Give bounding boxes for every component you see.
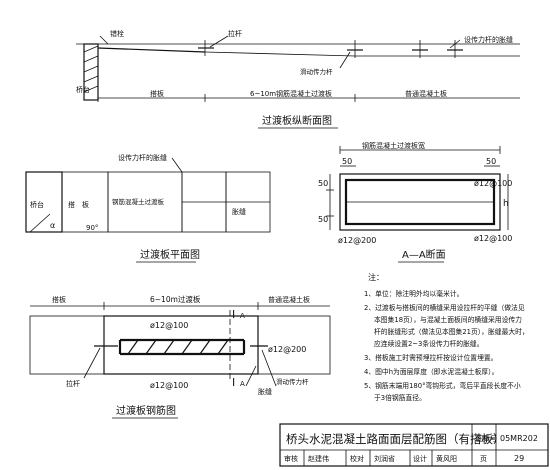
section-dim-50-side-bot: 50 — [318, 215, 328, 224]
check-label: 校对 — [350, 454, 364, 463]
plan-label-dowel-joint: 设传力杆的胀缝 — [118, 153, 167, 162]
section-rebar-bottom-right: ø12@100 — [474, 234, 512, 243]
rebar-label-joint: 胀缝 — [258, 387, 272, 396]
review-label: 审核 — [284, 454, 298, 463]
review-name: 赵建伟 — [308, 454, 329, 463]
plan-title: 过渡板平面图 — [140, 248, 200, 261]
notes: 注： 1、单位：除注明外均以毫米计。 2、过渡板与搭板间的横缝采用设拉杆的平缝（… — [364, 272, 529, 402]
note-line-7: 4、图中h为面层厚度（即水泥混凝土板厚）。 — [364, 367, 498, 376]
leader-slide-bar — [339, 51, 351, 69]
rebar-diag-3 — [163, 339, 175, 355]
label-slab: 搭板 — [150, 89, 164, 98]
atlas-label: 图集号 — [476, 434, 497, 443]
approach-slab-bottom — [97, 47, 206, 53]
section-view: 钢筋混凝土过渡板宽 50 50 50 50 h ø12@100 ø12@100 … — [318, 141, 512, 263]
section-rebar-top: ø12@100 — [474, 179, 512, 188]
leader-tie-bar — [99, 35, 109, 45]
profile-view: 错栓 拉杆 设传力杆的胀缝 滑动传力杆 桥台 搭板 6~10m钢筋混凝土过渡板 … — [76, 29, 520, 129]
rebar-diag-4 — [181, 339, 193, 355]
section-h: h — [503, 199, 509, 209]
rebar-label-normal: 普通混凝土板 — [268, 295, 310, 304]
rebar-section-mark-top: I — [232, 308, 235, 321]
leader-dowel-joint — [449, 39, 461, 49]
rebar-leader-pull-rod — [83, 347, 101, 379]
note-line-6: 3、搭板施工时需预埋拉杆按设计位置埋置。 — [364, 353, 497, 362]
note-line-5: 应连续设置2~3条设传力杆的胀缝。 — [374, 339, 484, 348]
plan-label-slab: 搭 板 — [68, 200, 89, 209]
rebar-slab — [29, 315, 105, 375]
atlas-number: 05MR202 — [500, 434, 538, 443]
leader-pull-rod — [209, 35, 229, 48]
rebar-label-right: ø12@200 — [268, 345, 306, 354]
rebar-label-transition: 6~10m过渡板 — [150, 294, 201, 304]
rebar-diag-5 — [199, 339, 211, 355]
note-line-2: 2、过渡板与搭板间的横缝采用设拉杆的平缝（做法见 — [364, 303, 525, 312]
note-line-9: 于3倍钢筋直径。 — [374, 393, 426, 402]
abutment-hatch-1 — [83, 45, 99, 53]
rebar-title: 过渡板钢筋图 — [116, 404, 176, 417]
plan-angle-90: 90° — [86, 224, 98, 232]
rebar-leader-joint — [245, 365, 257, 387]
label-dowel-joint: 设传力杆的胀缝 — [464, 35, 513, 44]
note-line-8: 5、钢筋末端用180°弯钩形式，弯后平直段长度不小 — [364, 381, 521, 390]
title-block: 桥头水泥混凝土路面面层配筋图（有搭板） 图集号 05MR202 审核 赵建伟 校… — [279, 423, 549, 467]
label-pull-rod: 拉杆 — [228, 29, 242, 38]
rebar-diag-1 — [127, 339, 139, 355]
label-tie-bar: 错栓 — [110, 29, 124, 38]
rebar-diag-6 — [217, 339, 229, 355]
rebar-label-pull-rod: 拉杆 — [66, 379, 80, 388]
transition-slab-bottom — [204, 51, 356, 57]
rebar-section-mark-top-sub: A — [240, 312, 245, 320]
section-dim-50-left-label: 50 — [342, 157, 352, 166]
section-rebar-bottom-left: ø12@200 — [338, 236, 376, 245]
rebar-view: 搭板 6~10m过渡板 普通混凝土板 ø12@100 ø12@200 ø12@1… — [29, 294, 331, 419]
rebar-leader-slide-bar — [261, 349, 277, 387]
plan-view: 设传力杆的胀缝 桥台 搭 板 钢筋混凝土过渡板 胀缝 α 90° 过渡板平面图 — [25, 153, 271, 263]
plan-label-abutment: 桥台 — [30, 200, 44, 209]
abutment-hatch-5 — [83, 85, 99, 93]
design-label: 设计 — [413, 454, 427, 463]
rebar-label-bottom: ø12@100 — [150, 381, 188, 390]
abutment-hatch-2 — [83, 55, 99, 63]
plan-skew-line — [29, 213, 51, 233]
check-name: 刘润省 — [374, 454, 395, 463]
rebar-label-slide-bar: 滑动传力杆 — [276, 377, 309, 386]
section-header: 钢筋混凝土过渡板宽 — [362, 141, 425, 150]
design-name: 黄风阳 — [436, 454, 457, 463]
plan-angle-alpha: α — [50, 221, 55, 230]
label-normal: 普通混凝土板 — [405, 89, 447, 98]
section-dim-50-right-label: 50 — [486, 157, 496, 166]
note-line-4: 杆的胀缝形式（做法见本图集21页），胀缝最大时， — [374, 327, 529, 336]
rebar-label-slab: 搭板 — [52, 295, 66, 304]
plan-leader-dowel — [171, 157, 183, 173]
rebar-section-mark-bot-sub: A — [240, 380, 245, 388]
abutment-hatch-4 — [83, 75, 99, 83]
rebar-normal — [257, 315, 331, 375]
rebar-diag-2 — [145, 339, 157, 355]
plan-label-transition: 钢筋混凝土过渡板 — [112, 197, 165, 206]
label-abutment: 桥台 — [76, 85, 90, 94]
plan-label-joint: 胀缝 — [232, 207, 246, 216]
profile-title: 过渡板纵断面图 — [262, 114, 332, 127]
label-slide-bar: 滑动传力杆 — [300, 67, 333, 76]
page-label: 页 — [480, 455, 487, 463]
label-transition: 6~10m钢筋混凝土过渡板 — [250, 89, 332, 98]
section-dim-50-side-top: 50 — [318, 179, 328, 188]
page-number: 29 — [514, 454, 524, 463]
title-block-frame — [279, 423, 549, 467]
abutment-hatch-3 — [83, 65, 99, 73]
note-line-3: 本图集18页），与混凝土面板间的横缝采用设传力 — [374, 315, 522, 324]
title-block-title: 桥头水泥混凝土路面面层配筋图（有搭板） — [286, 432, 505, 446]
section-outline — [339, 173, 501, 231]
notes-heading: 注： — [368, 272, 384, 282]
note-line-1: 1、单位：除注明外均以毫米计。 — [364, 289, 463, 298]
rebar-label-top: ø12@100 — [150, 321, 188, 330]
section-title: A—A断面 — [402, 248, 446, 261]
rebar-section-mark-bot: I — [232, 376, 235, 389]
